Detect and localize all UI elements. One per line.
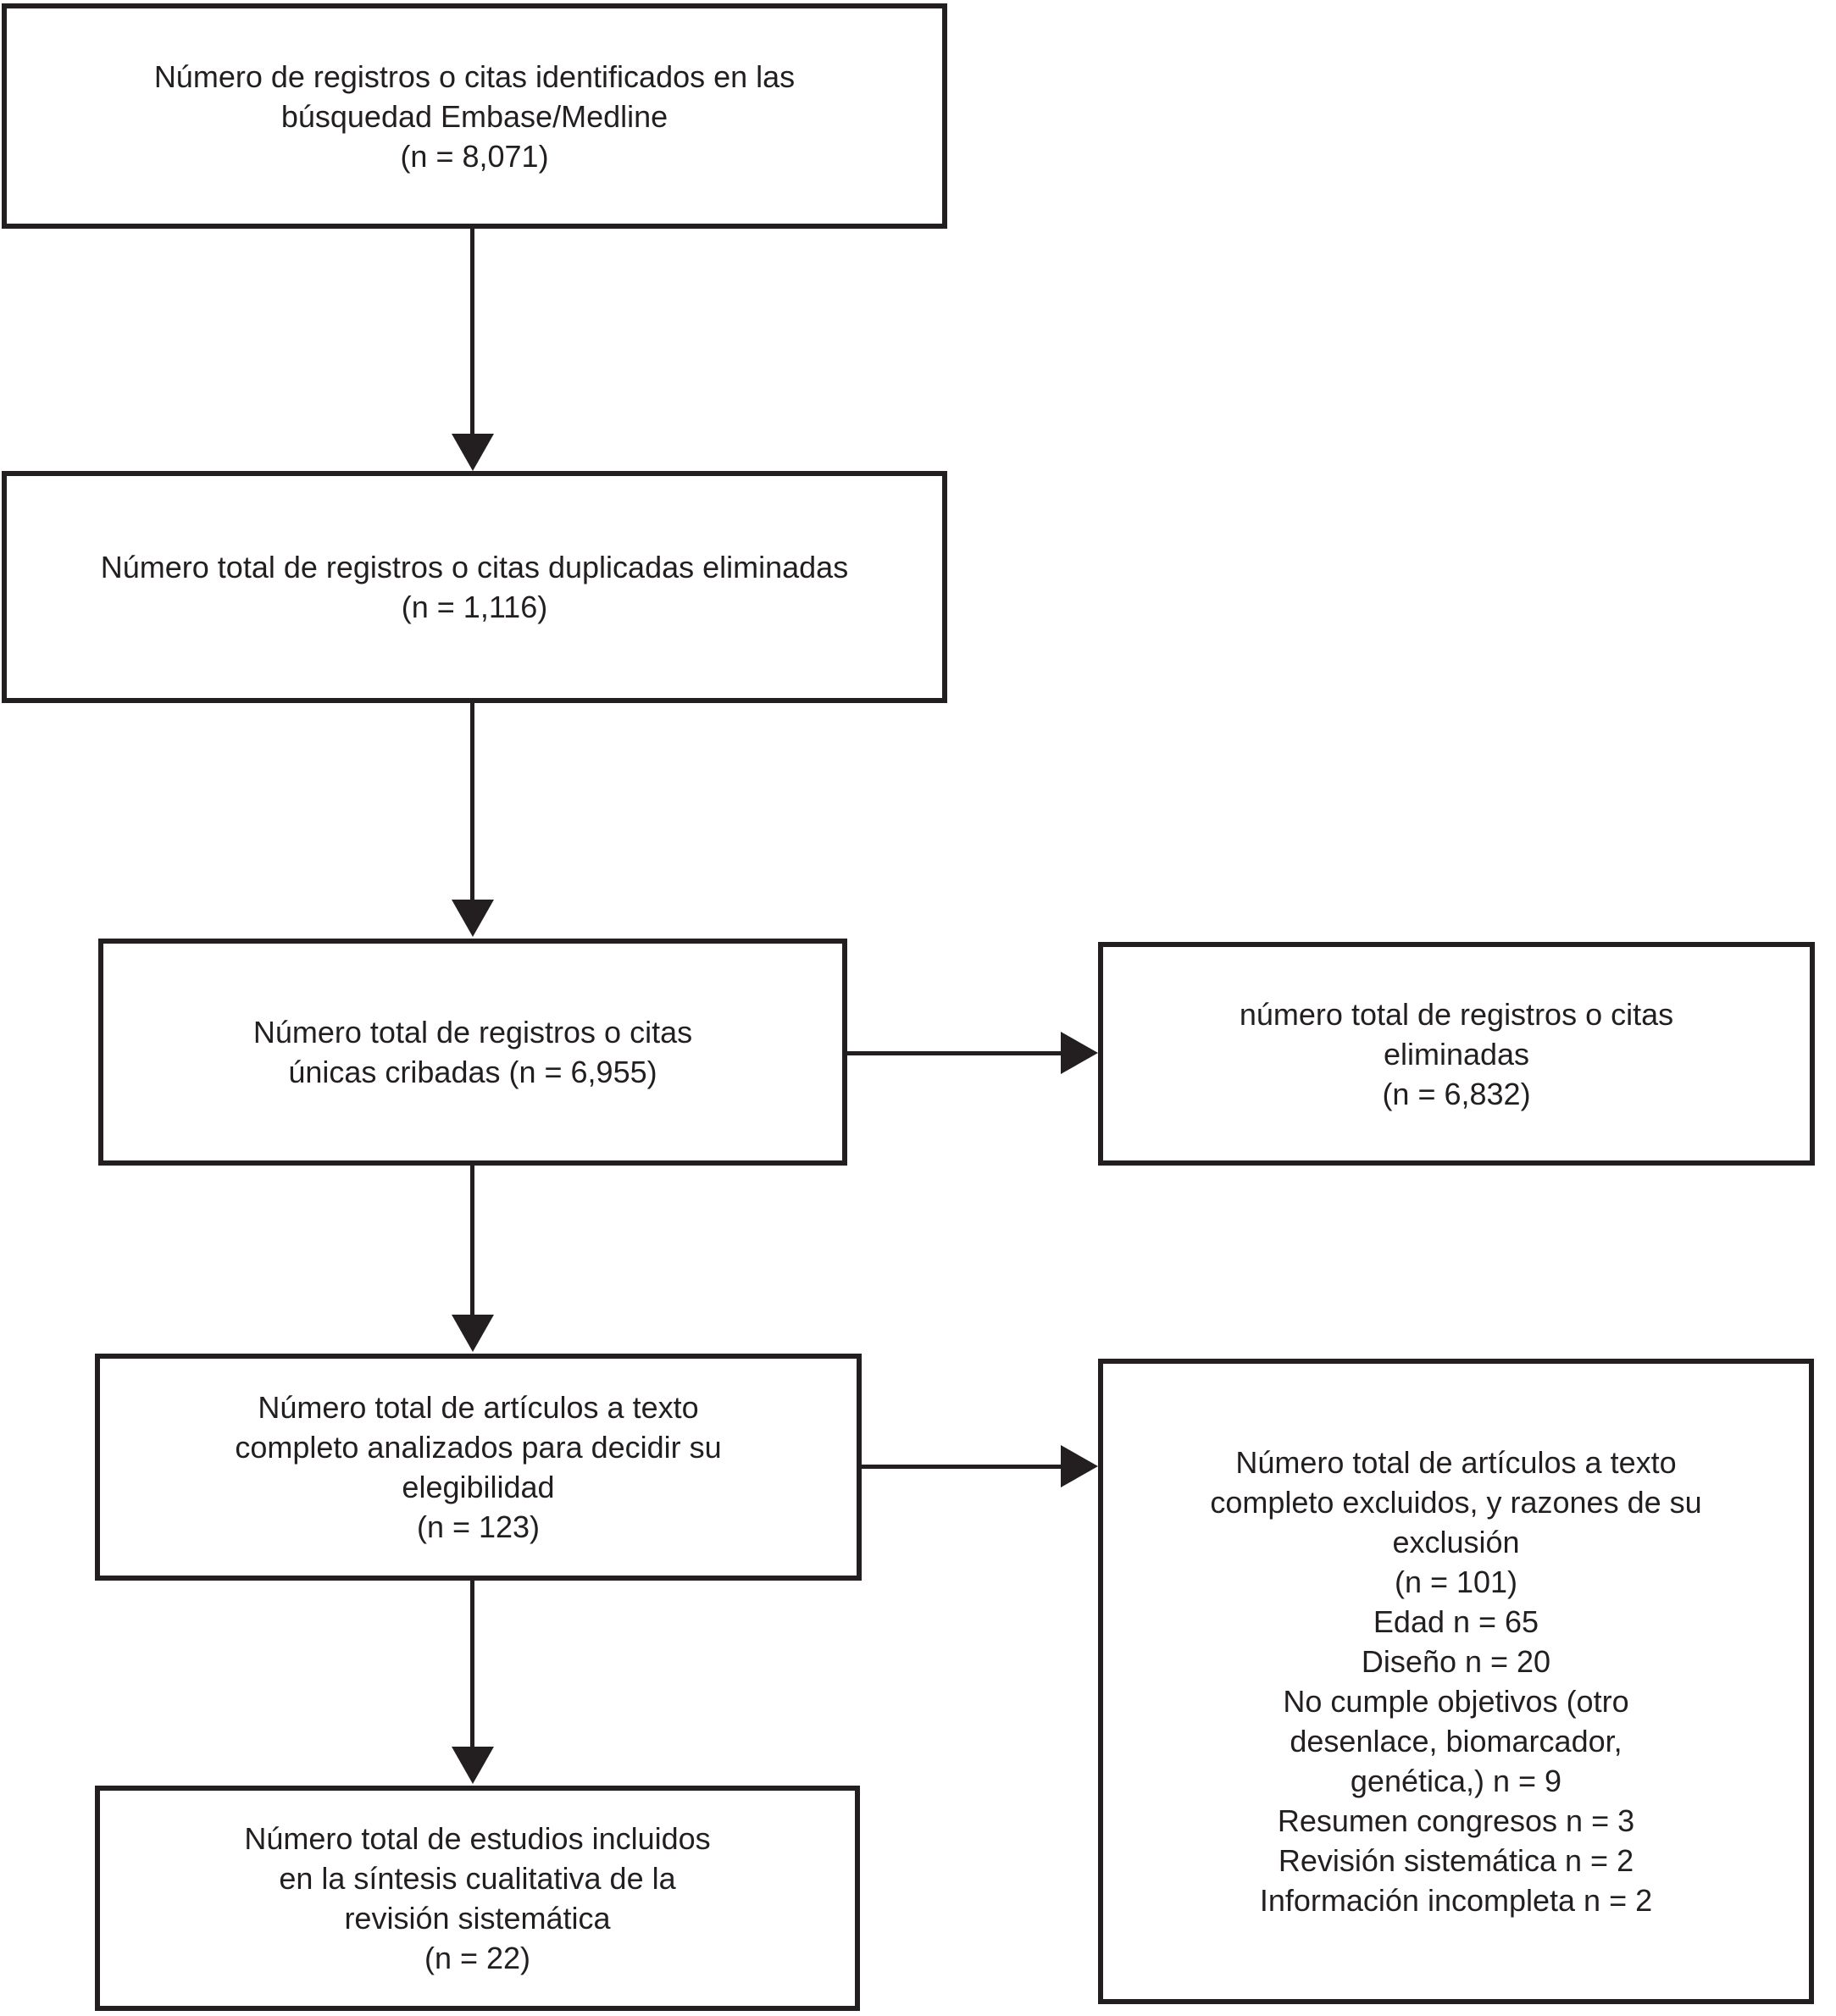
box-fulltext-assessed-text: Número total de artículos a texto comple…	[235, 1390, 722, 1544]
box-fulltext-assessed: Número total de artículos a texto comple…	[95, 1354, 862, 1581]
box-studies-included: Número total de estudios incluidos en la…	[95, 1786, 860, 2011]
box-fulltext-excluded: Número total de artículos a texto comple…	[1098, 1359, 1814, 2004]
arrow-down-icon	[452, 1315, 494, 1352]
arrow-screened-to-fulltext-line	[470, 1164, 474, 1318]
arrow-fulltext-to-included-line	[470, 1579, 474, 1750]
box-records-identified-text: Número de registros o citas identificado…	[153, 58, 796, 174]
arrow-right-icon	[1061, 1445, 1098, 1487]
box-duplicates-removed-text: Número total de registros o citas duplic…	[100, 550, 849, 624]
box-records-excluded: número total de registros o citas elimin…	[1098, 942, 1815, 1166]
arrow-down-icon	[452, 1747, 494, 1784]
box-records-excluded-text: número total de registros o citas elimin…	[1239, 996, 1674, 1111]
arrow-down-icon	[452, 434, 494, 471]
box-records-identified: Número de registros o citas identificado…	[2, 3, 947, 229]
arrow-duplicates-to-screened-line	[470, 701, 474, 902]
arrow-right-icon	[1061, 1032, 1098, 1074]
box-records-screened: Número total de registros o citas únicas…	[98, 939, 847, 1166]
box-studies-included-text: Número total de estudios incluidos en la…	[244, 1821, 711, 1975]
box-records-screened-text: Número total de registros o citas únicas…	[252, 1015, 693, 1089]
box-fulltext-excluded-text: Número total de artículos a texto comple…	[1210, 1445, 1702, 1918]
arrow-identified-to-duplicates-line	[470, 229, 474, 436]
arrow-screened-to-excluded-line	[847, 1051, 1066, 1055]
arrow-fulltext-to-excluded-line	[862, 1465, 1066, 1469]
arrow-down-icon	[452, 900, 494, 937]
box-duplicates-removed: Número total de registros o citas duplic…	[2, 471, 947, 703]
